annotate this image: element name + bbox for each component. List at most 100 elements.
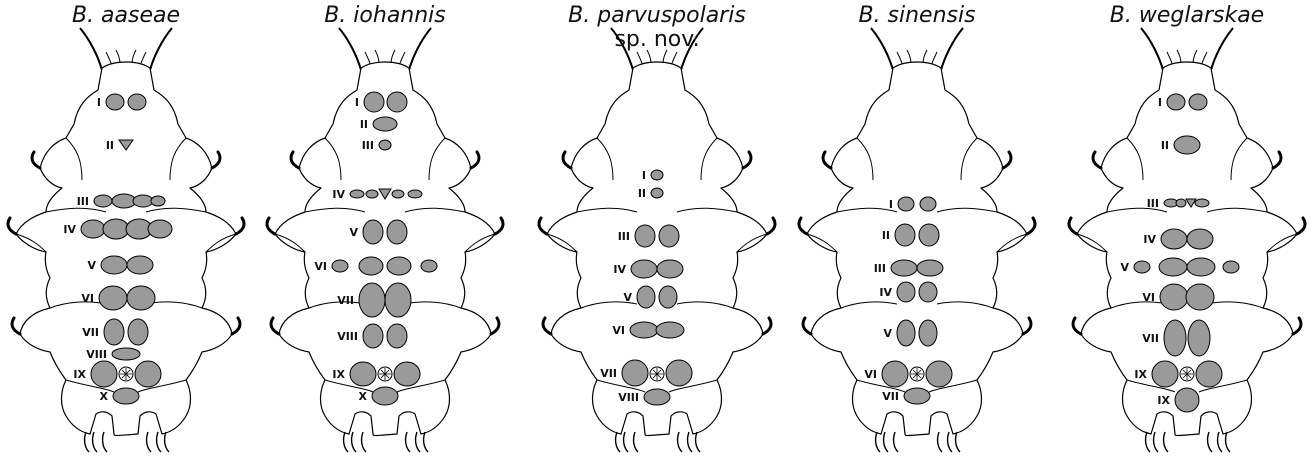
plate-shape [1195,199,1209,207]
plate-shape [103,219,129,239]
plate-shape [656,322,684,338]
plate-label: VII [1142,332,1159,345]
plate-shape [332,260,348,272]
plate-label: III [1147,197,1159,210]
plate-label: IV [332,188,345,201]
plate-shape [387,324,407,348]
plate-shape [133,195,153,207]
plate-label: IV [879,286,892,299]
plate-shape [1159,258,1187,276]
plate-shape [359,283,385,317]
plate-shape [891,260,917,276]
plate-shape [81,220,105,238]
plate-shape [151,196,165,206]
plate-IV: IV [613,260,683,278]
plate-shape [637,286,655,308]
plate-label: V [87,259,96,272]
plate-II: II [1161,136,1200,154]
plate-shape [1176,199,1186,207]
plate-shape [1189,94,1207,110]
plate-shape [898,197,914,211]
plate-shape [631,260,657,278]
plate-shape [91,361,117,387]
plate-shape [421,260,437,272]
plate-shape [127,286,155,310]
plate-label: VII [882,390,899,403]
plate-label: VI [864,368,877,381]
plate-label: II [106,139,114,152]
plate-shape [387,220,407,244]
plate-shape [392,190,404,198]
plate-label: VI [314,260,327,273]
gonopore-icon [1180,367,1194,381]
plate-label: VI [1142,291,1155,304]
plate-shape [651,170,663,180]
plate-shape [350,362,376,386]
plate-shape [917,260,943,276]
plate-shape [635,225,655,247]
plate-label: II [882,229,890,242]
plate-label: IV [63,223,76,236]
plate-shape [385,283,411,317]
gonopore-icon [119,367,133,381]
plate-shape [379,140,391,150]
plate-label: II [360,118,368,131]
plate-label: IX [1157,394,1170,407]
plate-label: V [349,226,358,239]
plate-label: V [623,291,632,304]
plate-label: VII [337,294,354,307]
plate-shape [1164,320,1186,356]
plate-label: IV [613,263,626,276]
plate-shape [408,190,422,198]
plate-shape [99,286,127,310]
plate-shape [1175,388,1199,412]
plate-shape [1174,136,1200,154]
plate-shape [363,324,383,348]
plate-shape [882,361,908,387]
plate-label: V [1120,261,1129,274]
plate-label: VII [82,326,99,339]
gonopore-icon [650,367,664,381]
plate-shape [926,361,952,387]
plate-shape [113,388,139,404]
plate-label: III [618,230,630,243]
plate-shape [104,319,124,345]
plate-label: III [874,262,886,275]
plate-X: X [100,388,139,404]
plate-shape [1134,261,1150,273]
plate-shape [101,256,127,274]
plate-shape [622,360,648,386]
plate-label: X [100,390,109,403]
plate-label: VIII [337,330,358,343]
plate-shape [651,188,663,198]
plate-II: II [360,117,397,131]
plate-label: IV [1143,233,1156,246]
plate-shape [363,220,383,244]
plate-shape [904,388,930,404]
plate-label: VII [600,367,617,380]
plate-shape [897,320,915,346]
plate-shape [1187,229,1213,249]
species-panel: B. parvuspolarissp. nov.IIIIIIIVVVIVIIVI… [537,0,777,461]
plate-X: X [359,387,398,405]
plate-shape [630,322,658,338]
plate-shape [919,224,939,246]
plate-shape [666,360,692,386]
plate-label: IX [1134,368,1147,381]
plate-shape [387,92,407,112]
plate-shape [1188,320,1210,356]
plate-shape [106,94,124,110]
plate-label: II [1161,139,1169,152]
plate-shape [112,348,140,360]
plate-shape [372,387,398,405]
gonopore-icon [378,367,392,381]
plate-label: VI [612,324,625,337]
plate-shape [359,257,383,275]
plate-shape [1160,284,1188,310]
plate-shape [1152,361,1178,387]
